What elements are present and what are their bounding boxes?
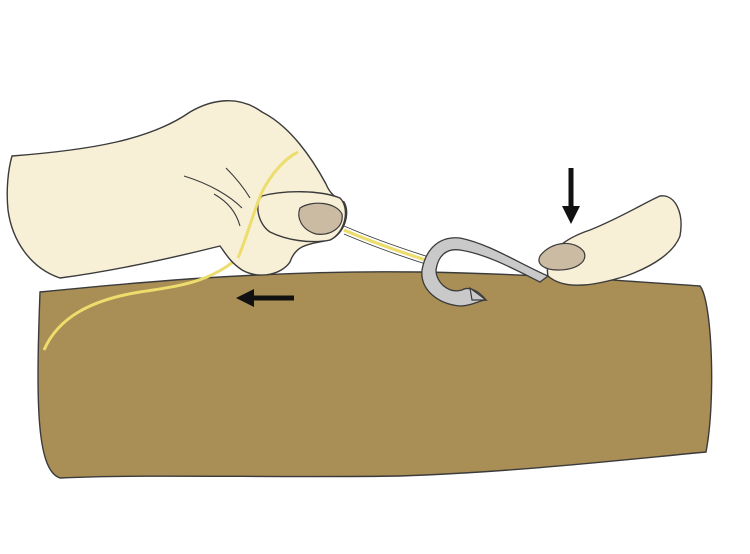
fishing-line-wrap [236,150,299,259]
left-hand [6,100,348,279]
press-arrow [562,168,580,224]
fishhook-barb [469,286,488,301]
left-thumb-nail [298,202,343,235]
right-finger-nail [538,242,586,271]
finger-crease [213,193,241,227]
finger-crease [183,175,243,209]
pull-arrow [236,289,294,307]
fishing-line-tension-outline [343,225,433,259]
fishing-line-lower [42,256,239,351]
fishing-line-tension-outline [343,233,433,267]
fishing-line-tension [343,228,433,264]
arm [37,271,713,479]
finger-crease [225,167,251,199]
